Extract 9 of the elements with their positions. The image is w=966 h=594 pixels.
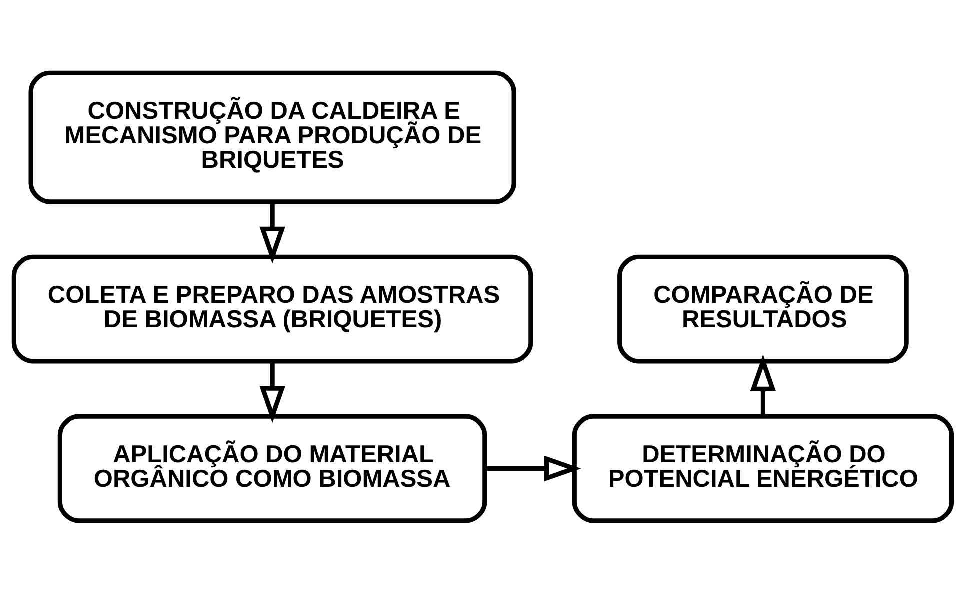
arrow: [260, 362, 286, 424]
node-box: COLETA E PREPARO DAS AMOSTRAS DE BIOMASSA (BRIQUETES): [12, 254, 534, 364]
arrow: [260, 202, 286, 264]
node-box: APLICAÇÃO DO MATERIAL ORGÂNICO COMO BIOMASSA: [58, 414, 488, 524]
node-box: COMPARAÇÃO DE RESULTADOS: [618, 254, 909, 364]
node-box: DETERMINAÇÃO DO POTENCIAL ENERGÉTICO: [572, 414, 954, 524]
node-box: CONSTRUÇÃO DA CALDEIRA E MECANISMO PARA PRODUÇÃO DE BRIQUETES: [28, 70, 516, 204]
arrow: [485, 456, 582, 482]
arrow: [750, 354, 776, 416]
